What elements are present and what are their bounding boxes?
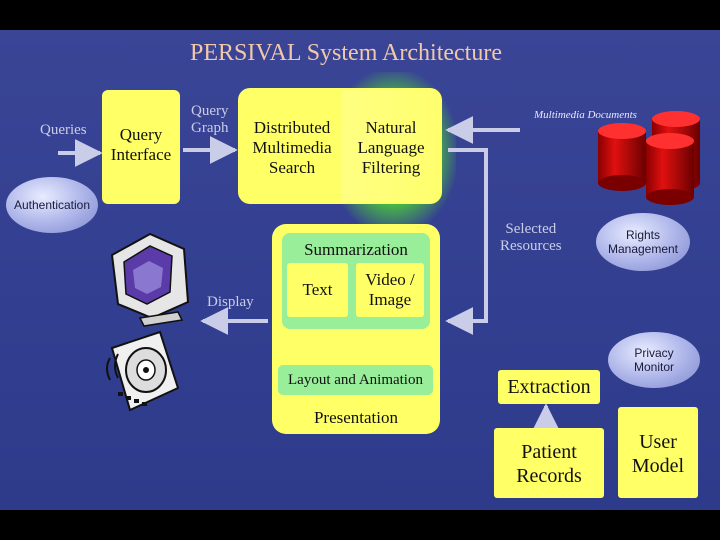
- queries-label: Queries: [40, 122, 87, 138]
- text-label: Text: [302, 280, 333, 299]
- nl-filtering-label: Natural Language Filtering: [357, 118, 425, 177]
- database-cylinder-front: [646, 133, 694, 205]
- slide-title: PERSIVAL System Architecture: [190, 40, 502, 66]
- user-model-box: [618, 407, 698, 498]
- video-image-box: [356, 263, 424, 317]
- layout-animation-label: Layout and Animation: [288, 372, 423, 388]
- authentication-ellipse: Authentication: [6, 177, 98, 233]
- multimedia-documents-label: Multimedia Documents: [534, 109, 637, 121]
- layout-animation-box: [278, 365, 433, 395]
- user-model-label: User Model: [631, 431, 685, 477]
- query-graph-label: Query Graph: [191, 103, 229, 136]
- patient-records-label: Patient Records: [516, 441, 582, 487]
- arrow-selected-resources: [445, 148, 488, 335]
- selected-resources-label: Selected Resources: [500, 221, 562, 254]
- distributed-search-label: Distributed Multimedia Search: [252, 118, 332, 177]
- presentation-label: Presentation: [313, 408, 399, 427]
- database-cylinder-left: [598, 123, 646, 191]
- query-interface-label: Query Interface: [110, 125, 172, 164]
- extraction-box: [498, 370, 600, 404]
- summarization-label: Summarization: [304, 240, 408, 259]
- video-image-label: Video / Image: [365, 270, 415, 309]
- rights-management-ellipse: Rights Management: [596, 213, 690, 271]
- extraction-label: Extraction: [507, 376, 591, 398]
- search-filtering-box: [238, 88, 442, 204]
- display-label: Display: [207, 294, 254, 310]
- query-interface-box: [102, 90, 180, 204]
- filtering-highlight: [342, 90, 440, 202]
- text-box: [287, 263, 348, 317]
- privacy-monitor-ellipse: Privacy Monitor: [608, 332, 700, 388]
- patient-records-box: [494, 428, 604, 498]
